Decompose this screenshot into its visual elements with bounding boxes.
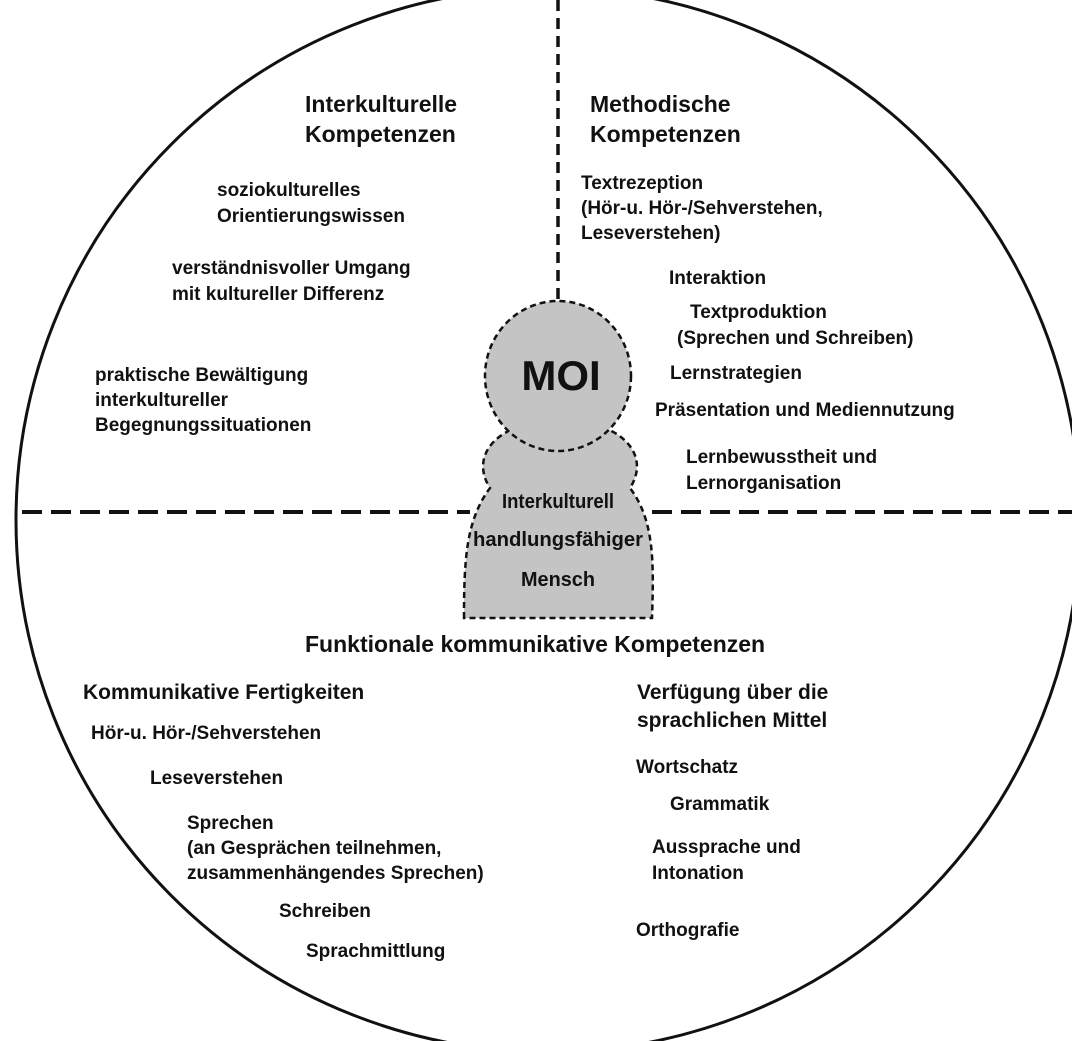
skills-item: Leseverstehen (150, 768, 283, 789)
skills-item: Sprechen(an Gesprächen teilnehmen,zusamm… (187, 813, 484, 884)
functional-heading: Funktionale kommunikative Kompetenzen (305, 631, 765, 657)
methodical-item: Lernstrategien (670, 363, 802, 384)
center-line-3: Mensch (521, 569, 595, 591)
center-title: MOI (521, 352, 600, 399)
skills-item: Schreiben (279, 901, 371, 922)
language-means-item: Orthografie (636, 920, 739, 941)
methodical-item: Präsentation und Mediennutzung (655, 400, 955, 421)
figure-body (462, 418, 655, 620)
language-means-item: Wortschatz (636, 757, 738, 778)
functional-section: Funktionale kommunikative Kompetenzen Ko… (83, 631, 828, 962)
skills-heading: Kommunikative Fertigkeiten (83, 681, 364, 704)
language-means-item: Grammatik (670, 794, 770, 815)
outer-circle (14, 0, 1072, 1041)
figure-head (483, 299, 633, 453)
methodical-item: Textrezeption(Hör-u. Hör-/Sehverstehen,L… (581, 173, 823, 244)
methodical-item: Interaktion (669, 268, 766, 289)
skills-item: Hör-u. Hör-/Sehverstehen (91, 723, 321, 744)
skills-item: Sprachmittlung (306, 941, 445, 962)
methodical-item: Textproduktion(Sprechen und Schreiben) (677, 302, 913, 349)
center-line-2: handlungsfähiger (473, 529, 643, 551)
center-line-1: Interkulturell (502, 491, 614, 513)
